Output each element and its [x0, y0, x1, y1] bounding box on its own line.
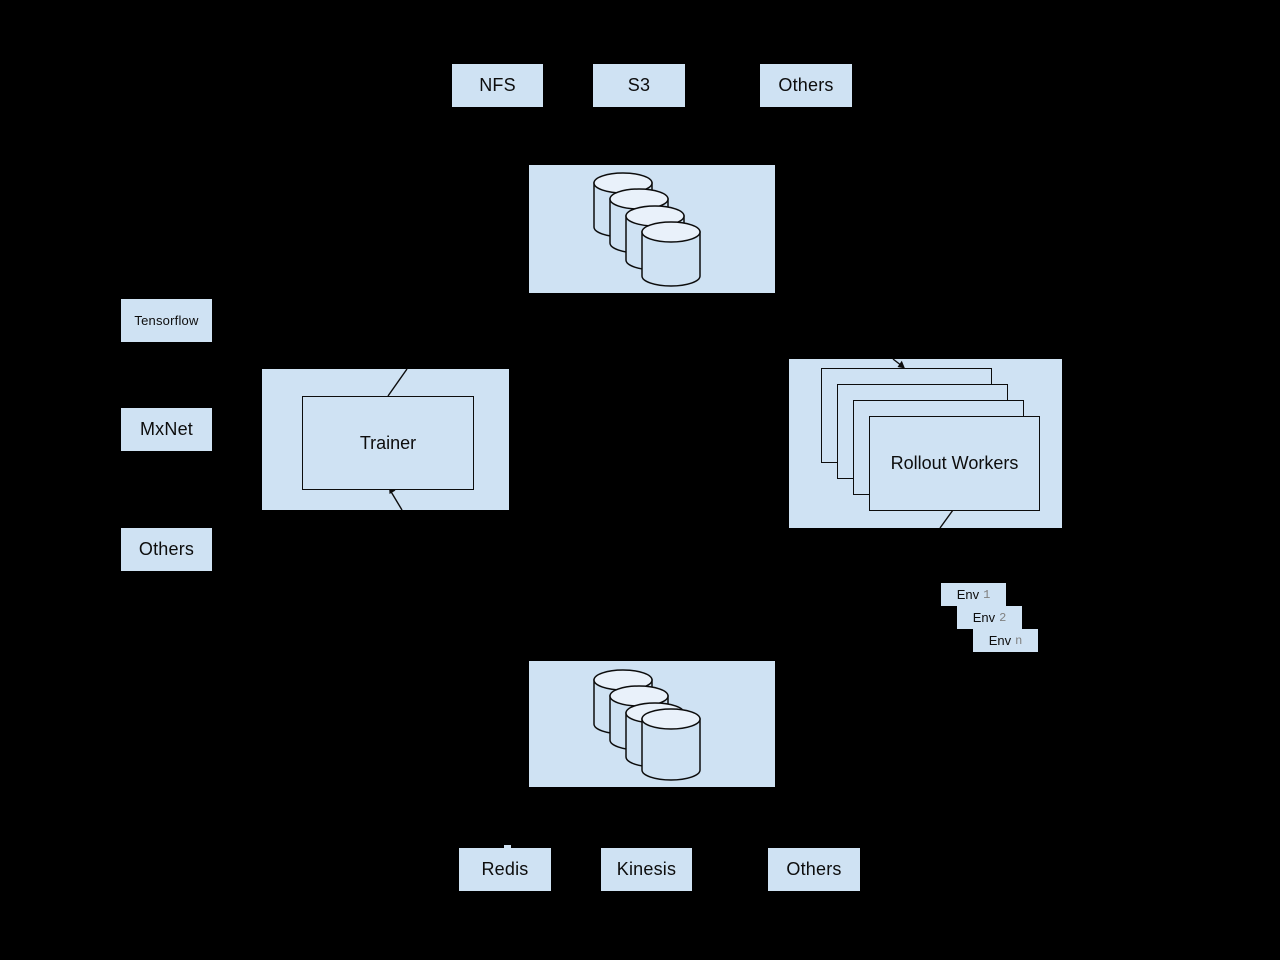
box-mxnet: MxNet	[121, 408, 212, 451]
bottom-storage-container	[529, 661, 775, 787]
box-others-top: Others	[760, 64, 852, 107]
env-label: Env	[988, 633, 1012, 648]
env-id: 2	[999, 610, 1007, 625]
env-label: Env	[972, 610, 996, 625]
env-id: 1	[983, 587, 991, 602]
trainer-box: Trainer	[302, 396, 474, 490]
box-redis: Redis	[459, 848, 551, 891]
database-cylinders-icon	[593, 172, 701, 287]
box-nfs: NFS	[452, 64, 543, 107]
database-cylinders-icon	[593, 669, 701, 781]
box-tensorflow: Tensorflow	[121, 299, 212, 342]
rollout-workers-container: Rollout Workers	[789, 358, 1062, 529]
box-others-bottom: Others	[768, 848, 860, 891]
rollout-arrows	[892, 358, 954, 529]
arrow-fragment	[504, 845, 511, 848]
env-id: n	[1015, 633, 1023, 648]
box-others-left: Others	[121, 528, 212, 571]
trainer-container: Trainer	[262, 368, 509, 511]
box-s3: S3	[593, 64, 685, 107]
env-label: Env	[956, 587, 980, 602]
box-kinesis: Kinesis	[601, 848, 692, 891]
top-storage-container	[529, 165, 775, 293]
rollout-worker-rect-front: Rollout Workers	[869, 416, 1040, 511]
